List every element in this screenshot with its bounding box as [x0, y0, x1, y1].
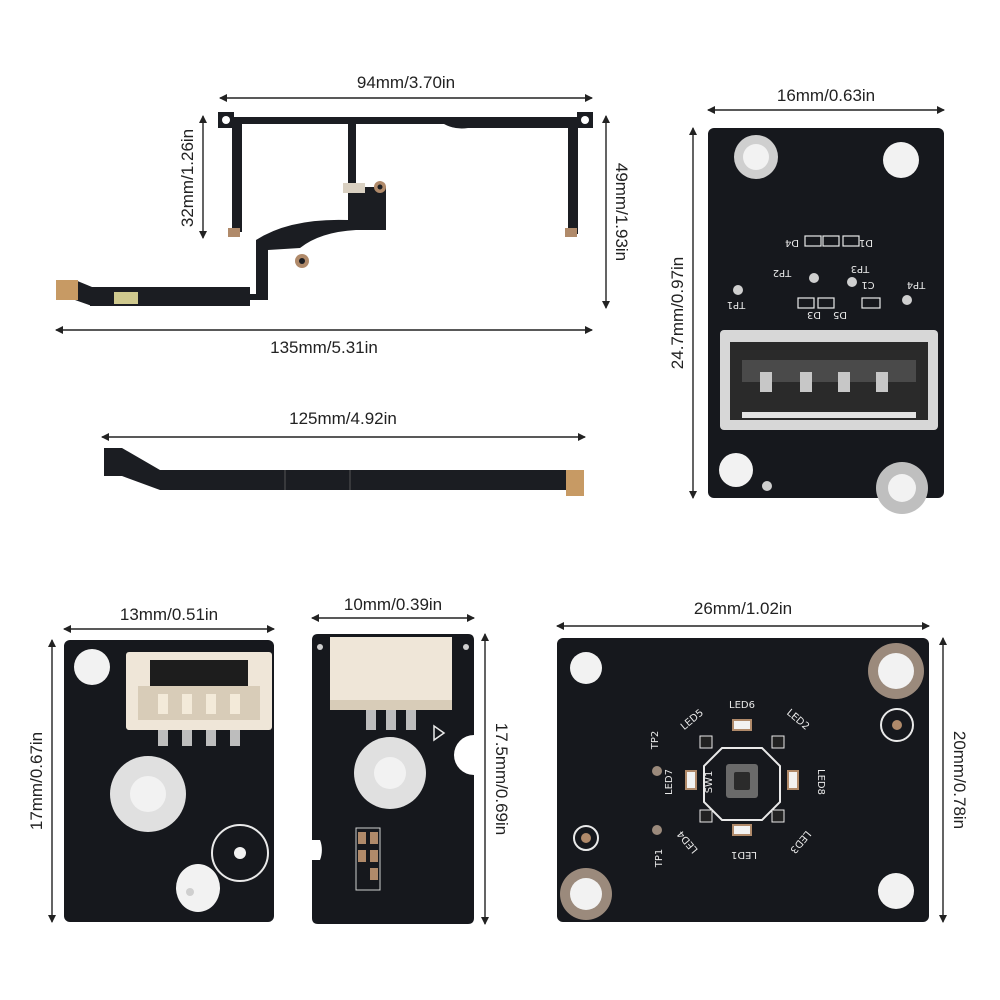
svg-text:TP3: TP3 — [851, 263, 871, 274]
side-entry-connector — [330, 637, 452, 730]
usb-board: D4 D1 TP2 TP3 TP4 C1 TP1 D5 D3 — [708, 128, 944, 514]
svg-text:24.7mm/0.97in: 24.7mm/0.97in — [668, 257, 687, 369]
svg-text:125mm/4.92in: 125mm/4.92in — [289, 409, 397, 428]
jst-board — [64, 640, 274, 922]
tactile-switch — [703, 747, 781, 821]
svg-text:135mm/5.31in: 135mm/5.31in — [270, 338, 378, 357]
dimension-conn-width: 10mm/0.39in — [311, 595, 475, 622]
svg-text:LED6: LED6 — [729, 700, 755, 711]
svg-text:C1: C1 — [861, 279, 874, 290]
usb-a-port — [720, 330, 938, 430]
long-flex-cable — [56, 112, 593, 306]
led-ring — [685, 719, 799, 836]
jst-connector — [126, 652, 272, 746]
svg-text:94mm/3.70in: 94mm/3.70in — [357, 73, 455, 92]
svg-text:16mm/0.63in: 16mm/0.63in — [777, 86, 875, 105]
svg-text:17.5mm/0.69in: 17.5mm/0.69in — [492, 723, 511, 835]
svg-text:LED7: LED7 — [664, 769, 675, 795]
dimension-flex-total: 135mm/5.31in — [55, 326, 593, 357]
svg-text:13mm/0.51in: 13mm/0.51in — [120, 605, 218, 624]
svg-text:TP4: TP4 — [907, 279, 927, 290]
svg-text:D5: D5 — [833, 309, 847, 320]
short-flex-cable — [104, 448, 584, 496]
svg-text:26mm/1.02in: 26mm/1.02in — [694, 599, 792, 618]
svg-text:10mm/0.39in: 10mm/0.39in — [344, 595, 442, 614]
svg-text:TP1: TP1 — [727, 299, 747, 310]
svg-text:49mm/1.93in: 49mm/1.93in — [612, 163, 631, 261]
dimension-conn-height: 17.5mm/0.69in — [481, 633, 511, 925]
svg-text:LED1: LED1 — [731, 849, 757, 860]
svg-text:TP1: TP1 — [654, 849, 665, 869]
dimension-short-flex: 125mm/4.92in — [101, 409, 586, 441]
svg-text:D3: D3 — [807, 309, 821, 320]
dimension-jst-width: 13mm/0.51in — [63, 605, 275, 633]
dimension-led-height: 20mm/0.78in — [939, 637, 969, 923]
usb-silkscreen-labels: D4 D1 TP2 TP3 TP4 C1 TP1 D5 D3 — [727, 237, 927, 320]
dimension-flex-height-right: 49mm/1.93in — [602, 115, 631, 309]
svg-text:LED8: LED8 — [815, 769, 826, 795]
dimension-flex-width: 94mm/3.70in — [219, 73, 593, 102]
dimension-usb-height: 24.7mm/0.97in — [668, 127, 697, 499]
svg-text:SW1: SW1 — [704, 771, 715, 794]
connector-board — [312, 634, 474, 924]
svg-text:20mm/0.78in: 20mm/0.78in — [950, 731, 969, 829]
dimension-led-width: 26mm/1.02in — [556, 599, 930, 630]
svg-text:TP2: TP2 — [650, 731, 661, 751]
dimension-jst-height: 17mm/0.67in — [27, 639, 56, 923]
dimension-usb-width: 16mm/0.63in — [707, 86, 945, 114]
dimension-flex-height-left: 32mm/1.26in — [178, 115, 207, 239]
svg-text:TP2: TP2 — [773, 267, 793, 278]
led-board: LED6 LED5 LED2 TP2 LED7 SW1 LED8 LED4 LE… — [557, 638, 929, 922]
svg-text:D1: D1 — [859, 237, 873, 248]
svg-text:32mm/1.26in: 32mm/1.26in — [178, 129, 197, 227]
svg-text:17mm/0.67in: 17mm/0.67in — [27, 732, 46, 830]
svg-text:D4: D4 — [785, 237, 799, 248]
